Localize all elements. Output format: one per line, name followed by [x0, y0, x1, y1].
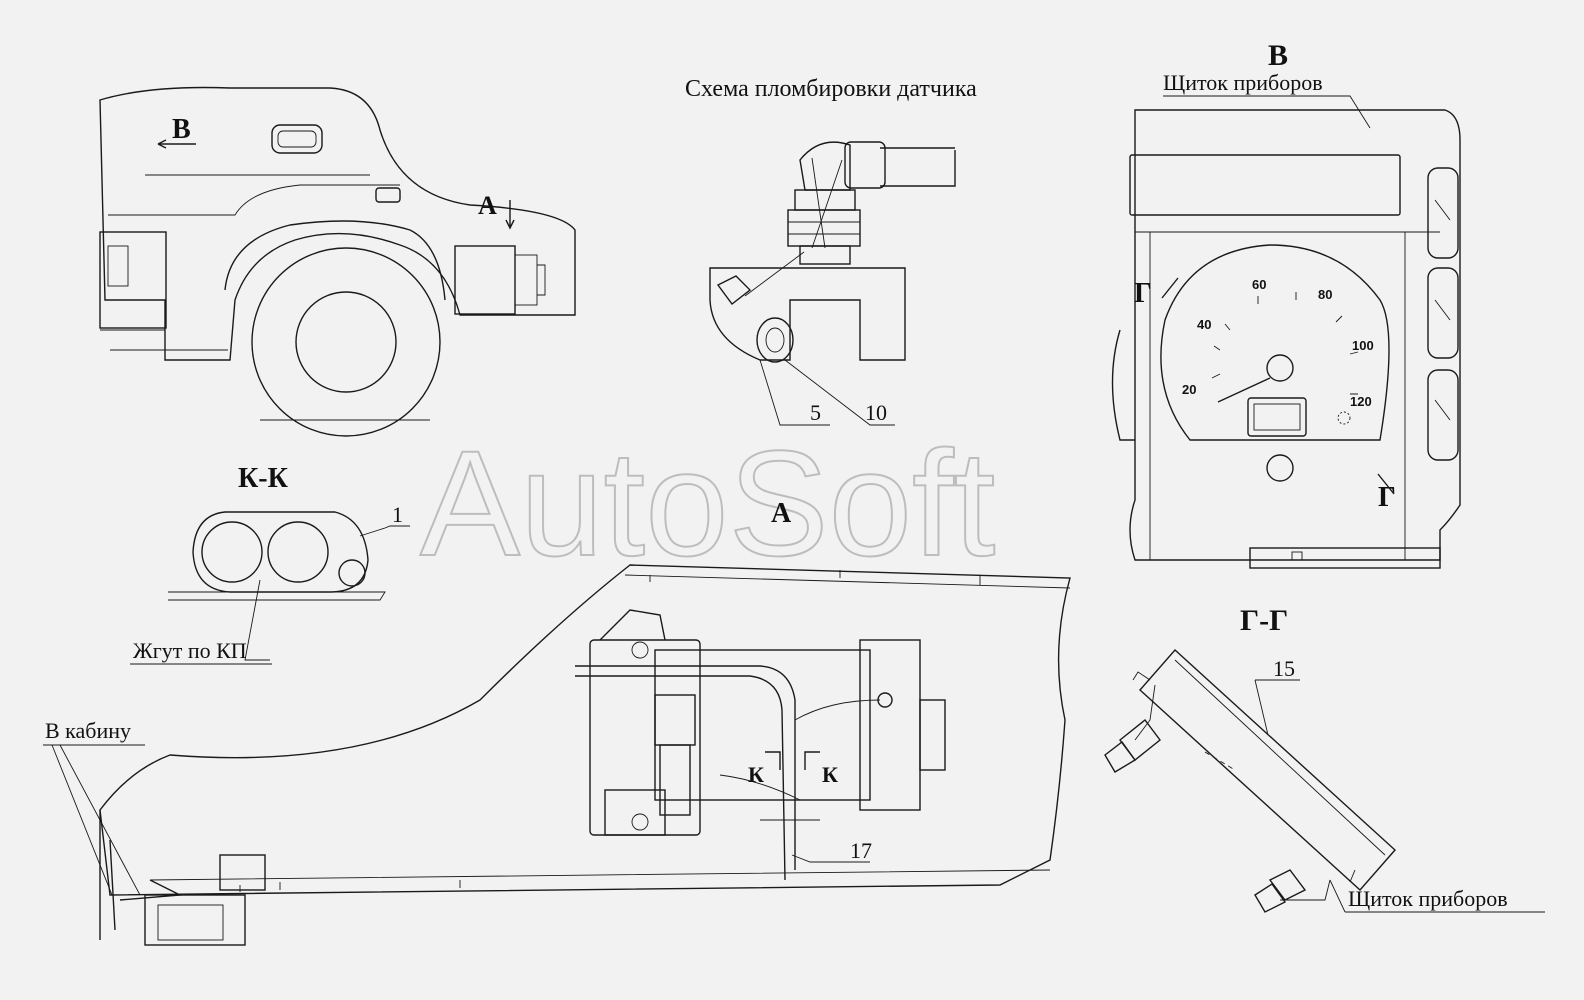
section-g-left-label: Г [1134, 278, 1152, 309]
sensor-seal-drawing: 5 10 [709, 141, 956, 426]
callout-15: 15 [1273, 656, 1295, 681]
speed-label-80: 80 [1318, 287, 1332, 302]
view-a-title: А [771, 498, 792, 529]
section-g-right-label: Г [1378, 482, 1396, 513]
watermark: AutoSoft [420, 419, 995, 587]
view-b-title: В [1268, 39, 1288, 72]
instrument-panel-bottom-label: Щиток приборов [1348, 886, 1508, 911]
callout-1: 1 [392, 502, 403, 527]
section-kk-title: К-К [238, 463, 289, 494]
seal-scheme-title: Схема пломбировки датчика [685, 76, 977, 102]
section-kk-drawing [168, 511, 410, 661]
callout-10: 10 [865, 400, 887, 425]
to-cab-label: В кабину [45, 718, 131, 743]
cab-side-view: В А [99, 86, 576, 437]
frame-and-gearbox-drawing [99, 564, 1071, 946]
section-k-left-label: К [748, 762, 764, 787]
speedometer-labels: 20 40 60 80 100 120 [1182, 277, 1374, 409]
instrument-panel-drawing [1111, 109, 1461, 569]
cab-view-b-label: В [172, 114, 191, 145]
speed-label-120: 120 [1350, 394, 1372, 409]
cab-view-a-label: А [478, 191, 497, 220]
speed-label-20: 20 [1182, 382, 1196, 397]
section-gg-title: Г-Г [1240, 604, 1288, 637]
section-k-right-label: К [822, 762, 838, 787]
speed-label-100: 100 [1352, 338, 1374, 353]
speed-label-40: 40 [1197, 317, 1211, 332]
harness-gearbox-label: Жгут по КП [133, 638, 247, 663]
speed-label-60: 60 [1252, 277, 1266, 292]
instrument-panel-top-label: Щиток приборов [1163, 70, 1323, 95]
callout-17: 17 [850, 838, 872, 863]
section-gg-drawing [1104, 649, 1396, 913]
callout-5: 5 [810, 400, 821, 425]
